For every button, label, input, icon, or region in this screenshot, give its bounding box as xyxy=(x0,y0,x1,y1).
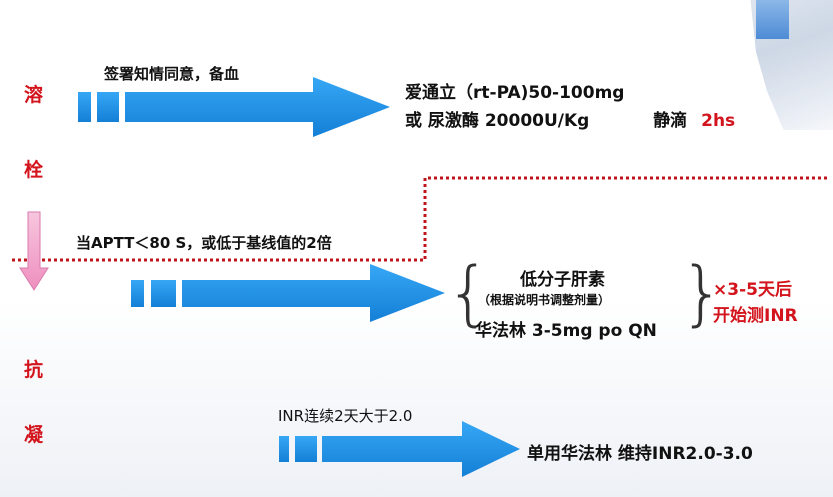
arrow-1-tick-a xyxy=(78,92,91,122)
phase-divider xyxy=(12,176,827,262)
arrow-1-tick-b xyxy=(97,92,119,122)
arrow-3 xyxy=(279,421,520,477)
step1-route: 静滴 xyxy=(653,111,688,131)
step2-drug1: 低分子肝素 xyxy=(520,270,605,290)
arrow-2-body xyxy=(182,264,445,322)
side-label-thrombolysis-2: 栓 xyxy=(24,159,44,181)
side-label-anticoag-2: 凝 xyxy=(24,424,44,446)
step1-arrow-label: 签署知情同意，备血 xyxy=(104,65,240,83)
down-arrow xyxy=(19,211,49,291)
side-label-thrombolysis-1: 溶 xyxy=(24,84,44,106)
step1-result-line1: 爱通立（rt-PA)50-100mg xyxy=(405,83,625,103)
left-brace: { xyxy=(446,252,491,334)
arrow-2 xyxy=(131,264,445,322)
arrow-1-body xyxy=(125,77,390,137)
arrow-2-tick-b xyxy=(151,280,176,307)
step1-duration: 2hs xyxy=(701,111,736,131)
arrow-3-body xyxy=(322,421,520,477)
transition-condition: 当APTT＜80 S，或低于基线值的2倍 xyxy=(76,234,332,252)
step3-result: 单用华法林 维持INR2.0-3.0 xyxy=(527,444,753,464)
arrow-3-tick-b xyxy=(295,436,317,462)
step2-side-note-2: 开始测INR xyxy=(713,306,798,326)
step2-side-note-1: ×3-5天后 xyxy=(713,280,792,300)
step3-arrow-label: INR连续2天大于2.0 xyxy=(278,407,413,425)
step2-drug1-note: （根据说明书调整剂量） xyxy=(478,293,611,307)
step1-dose: 或 尿激酶 20000U/Kg xyxy=(405,111,590,131)
arrow-3-tick-a xyxy=(279,436,289,462)
right-brace: } xyxy=(680,252,725,334)
arrow-2-tick-a xyxy=(131,280,144,307)
step2-drug2: 华法林 3-5mg po QN xyxy=(475,321,657,341)
step1-result-line2: 或 尿激酶 20000U/Kg 静滴 2hs xyxy=(405,106,735,131)
down-arrow-shape xyxy=(19,211,49,291)
side-label-anticoag-1: 抗 xyxy=(24,359,44,381)
arrow-1 xyxy=(78,77,390,137)
